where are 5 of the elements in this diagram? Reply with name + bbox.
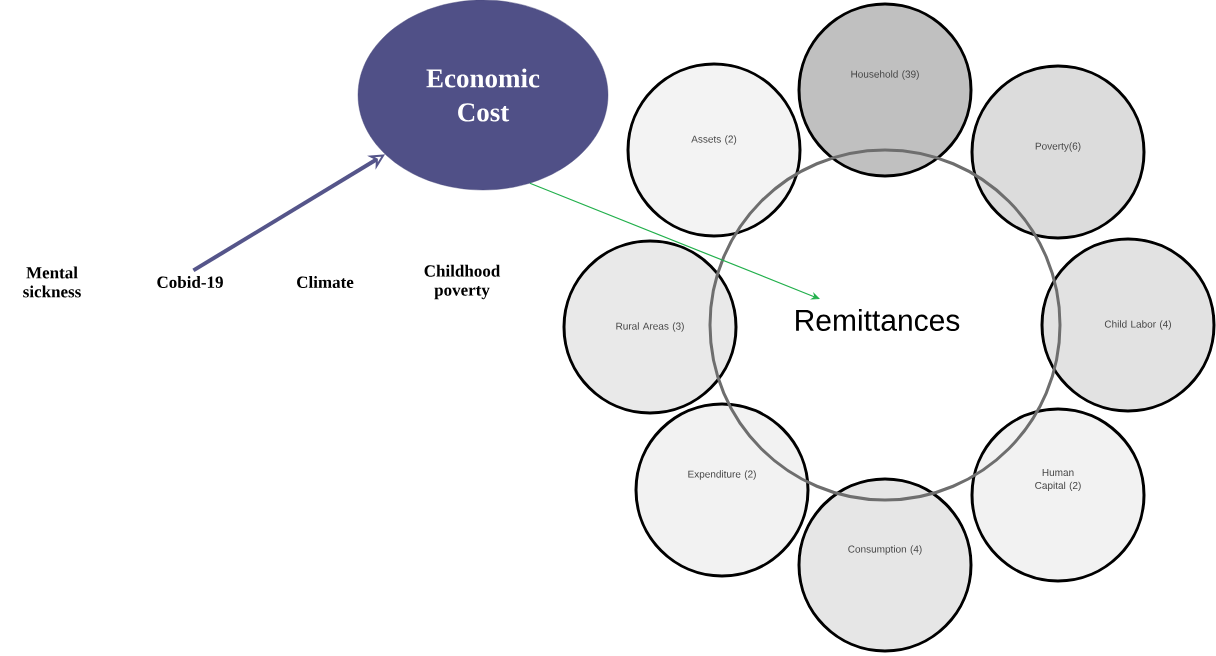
factor-label: Childhood poverty <box>424 264 501 300</box>
factor-label: Climate <box>297 276 354 288</box>
factor-label: Cobid-19 <box>157 276 223 288</box>
factor-label: Mental sickness <box>23 266 81 298</box>
arrow <box>529 182 820 300</box>
